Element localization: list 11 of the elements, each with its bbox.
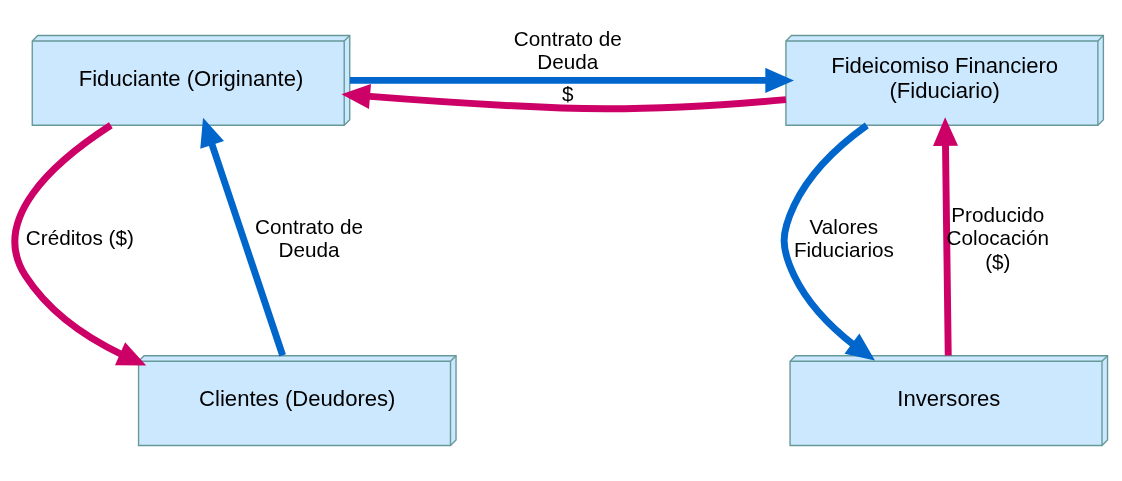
arrow	[349, 67, 794, 93]
edge-label: Valores Fiduciarios	[793, 214, 894, 262]
edge-label: Créditos ($)	[25, 226, 134, 250]
edge-label: Contrato de Deuda	[254, 214, 364, 262]
edge-label: $	[562, 82, 574, 106]
arrow	[933, 117, 959, 356]
edge-label: Contrato de Deuda	[513, 26, 622, 74]
arrow	[200, 117, 286, 357]
arrow	[11, 122, 147, 366]
arrow	[341, 83, 787, 113]
arrow	[780, 122, 875, 361]
